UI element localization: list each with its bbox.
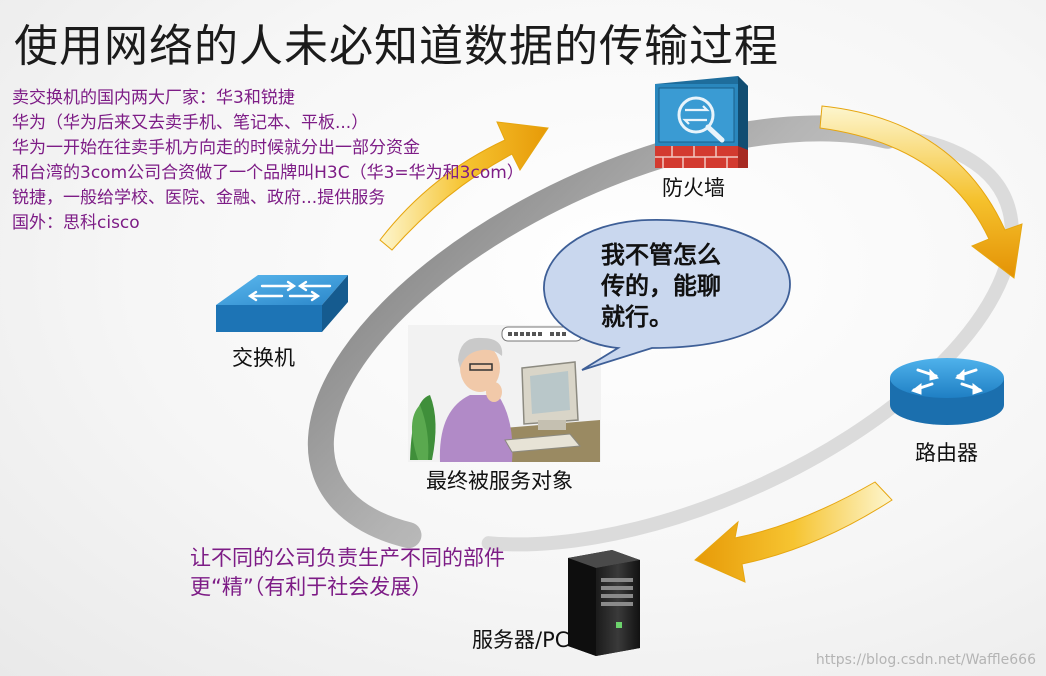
bubble-text: 我不管怎么 传的，能聊 就行。	[601, 240, 721, 333]
speech-bubble	[543, 219, 791, 371]
firewall-label: 防火墙	[662, 176, 725, 200]
server-icon	[568, 550, 640, 656]
notes-block: 卖交换机的国内两大厂家：华3和锐捷 华为（华为后来又去卖手机、笔记本、平板...…	[12, 86, 524, 236]
note-line: 锐捷，一般给学校、医院、金融、政府...提供服务	[12, 188, 386, 208]
note-line: 华为（华为后来又去卖手机、笔记本、平板...）	[12, 113, 369, 133]
bubble-line: 传的，能聊	[601, 272, 721, 300]
switch-icon	[216, 275, 348, 332]
note-line: 卖交换机的国内两大厂家：华3和锐捷	[12, 88, 295, 108]
page-title: 使用网络的人未必知道数据的传输过程	[14, 21, 779, 72]
flow-arrow-switch-to-firewall	[379, 121, 549, 251]
bubble-line: 就行。	[601, 303, 673, 331]
server-label: 服务器/PC	[472, 628, 570, 652]
slogan: 让不同的公司负责生产不同的部件 更“精”（有利于社会发展）	[190, 544, 505, 602]
note-line: 国外：思科cisco	[12, 213, 140, 233]
note-line: 和台湾的3com公司合资做了一个品牌叫H3C（华3=华为和3com）	[12, 163, 524, 183]
firewall-icon	[655, 76, 748, 168]
switch-label: 交换机	[232, 346, 295, 370]
user-label: 最终被服务对象	[426, 469, 573, 493]
watermark: https://blog.csdn.net/Waffle666	[815, 652, 1036, 668]
router-label: 路由器	[915, 441, 978, 465]
note-line: 华为一开始在往卖手机方向走的时候就分出一部分资金	[12, 138, 420, 158]
slogan-line: 让不同的公司负责生产不同的部件	[190, 546, 505, 570]
bubble-line: 我不管怎么	[601, 241, 721, 269]
slogan-line: 更“精”（有利于社会发展）	[190, 575, 433, 599]
user-illustration	[408, 325, 601, 462]
flow-arrow-firewall-to-router	[819, 105, 1023, 279]
router-icon	[890, 358, 1004, 425]
flow-arrow-router-to-server	[694, 481, 893, 583]
